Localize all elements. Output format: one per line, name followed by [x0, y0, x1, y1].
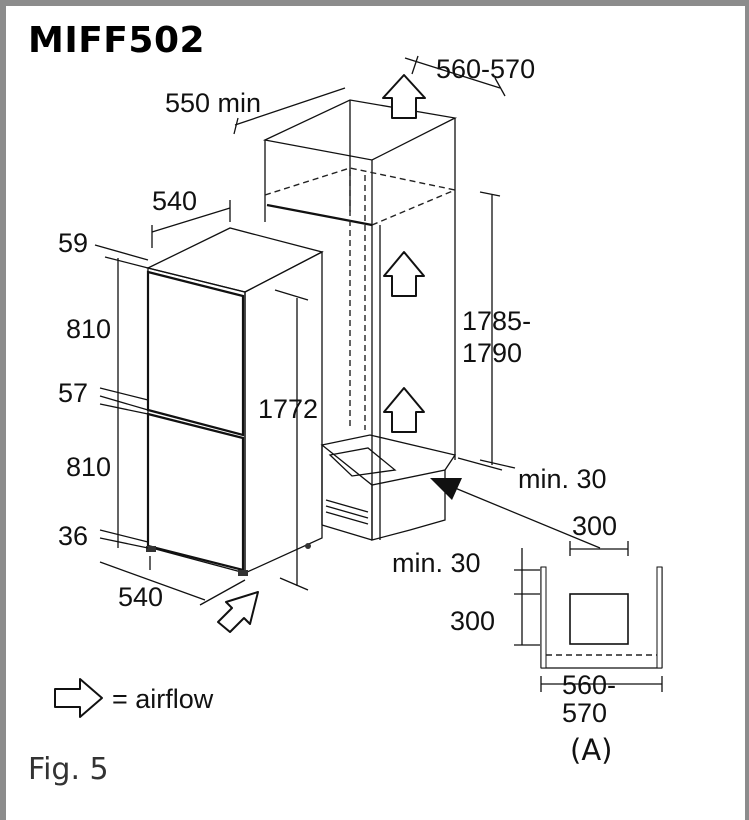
- legend-airflow-label: = airflow: [112, 684, 214, 714]
- detail-top-clearance: min. 30: [392, 548, 481, 578]
- dim-top-gap: 59: [58, 228, 88, 258]
- airflow-up-arrow-icon: [383, 387, 425, 433]
- dim-bottom-gap: 36: [58, 521, 88, 551]
- detail-width-2: 570: [562, 698, 607, 728]
- airflow-up-arrow-icon: [383, 251, 425, 297]
- airflow-arrows: [217, 74, 426, 633]
- hollow-arrow-icon: [54, 678, 103, 718]
- detail-vent-height: 300: [450, 606, 495, 636]
- dim-niche-depth: 550 min: [165, 88, 261, 118]
- airflow-in-arrow-icon: [217, 591, 259, 633]
- dim-niche-width: 560-570: [436, 54, 535, 84]
- dim-door-lower: 810: [66, 452, 111, 482]
- dim-niche-height-2: 1790: [462, 338, 522, 368]
- detail-width-1: 560-: [562, 670, 616, 700]
- appliance-body: [146, 227, 324, 576]
- vent-opening: [569, 593, 629, 645]
- dim-door-gap: 57: [58, 378, 88, 408]
- dim-door-upper: 810: [66, 314, 111, 344]
- dim-plinth-clearance: min. 30: [518, 464, 607, 494]
- detail-a-label: (A): [570, 733, 612, 767]
- upper-door: [146, 270, 245, 437]
- detail-vent-width: 300: [572, 511, 617, 541]
- dim-appliance-height: 1772: [258, 394, 318, 424]
- niche-cabinet: [262, 99, 458, 541]
- dimension-lines: [94, 55, 601, 606]
- dim-niche-height-1: 1785-: [462, 306, 531, 336]
- model-title: MIFF502: [28, 20, 206, 61]
- dim-appliance-depth: 540: [118, 582, 163, 612]
- airflow-up-arrow-icon: [382, 74, 426, 119]
- figure-caption: Fig. 5: [28, 752, 109, 787]
- detail-a-view: [514, 541, 663, 692]
- lower-door: [146, 412, 245, 572]
- dim-appliance-width: 540: [152, 186, 197, 216]
